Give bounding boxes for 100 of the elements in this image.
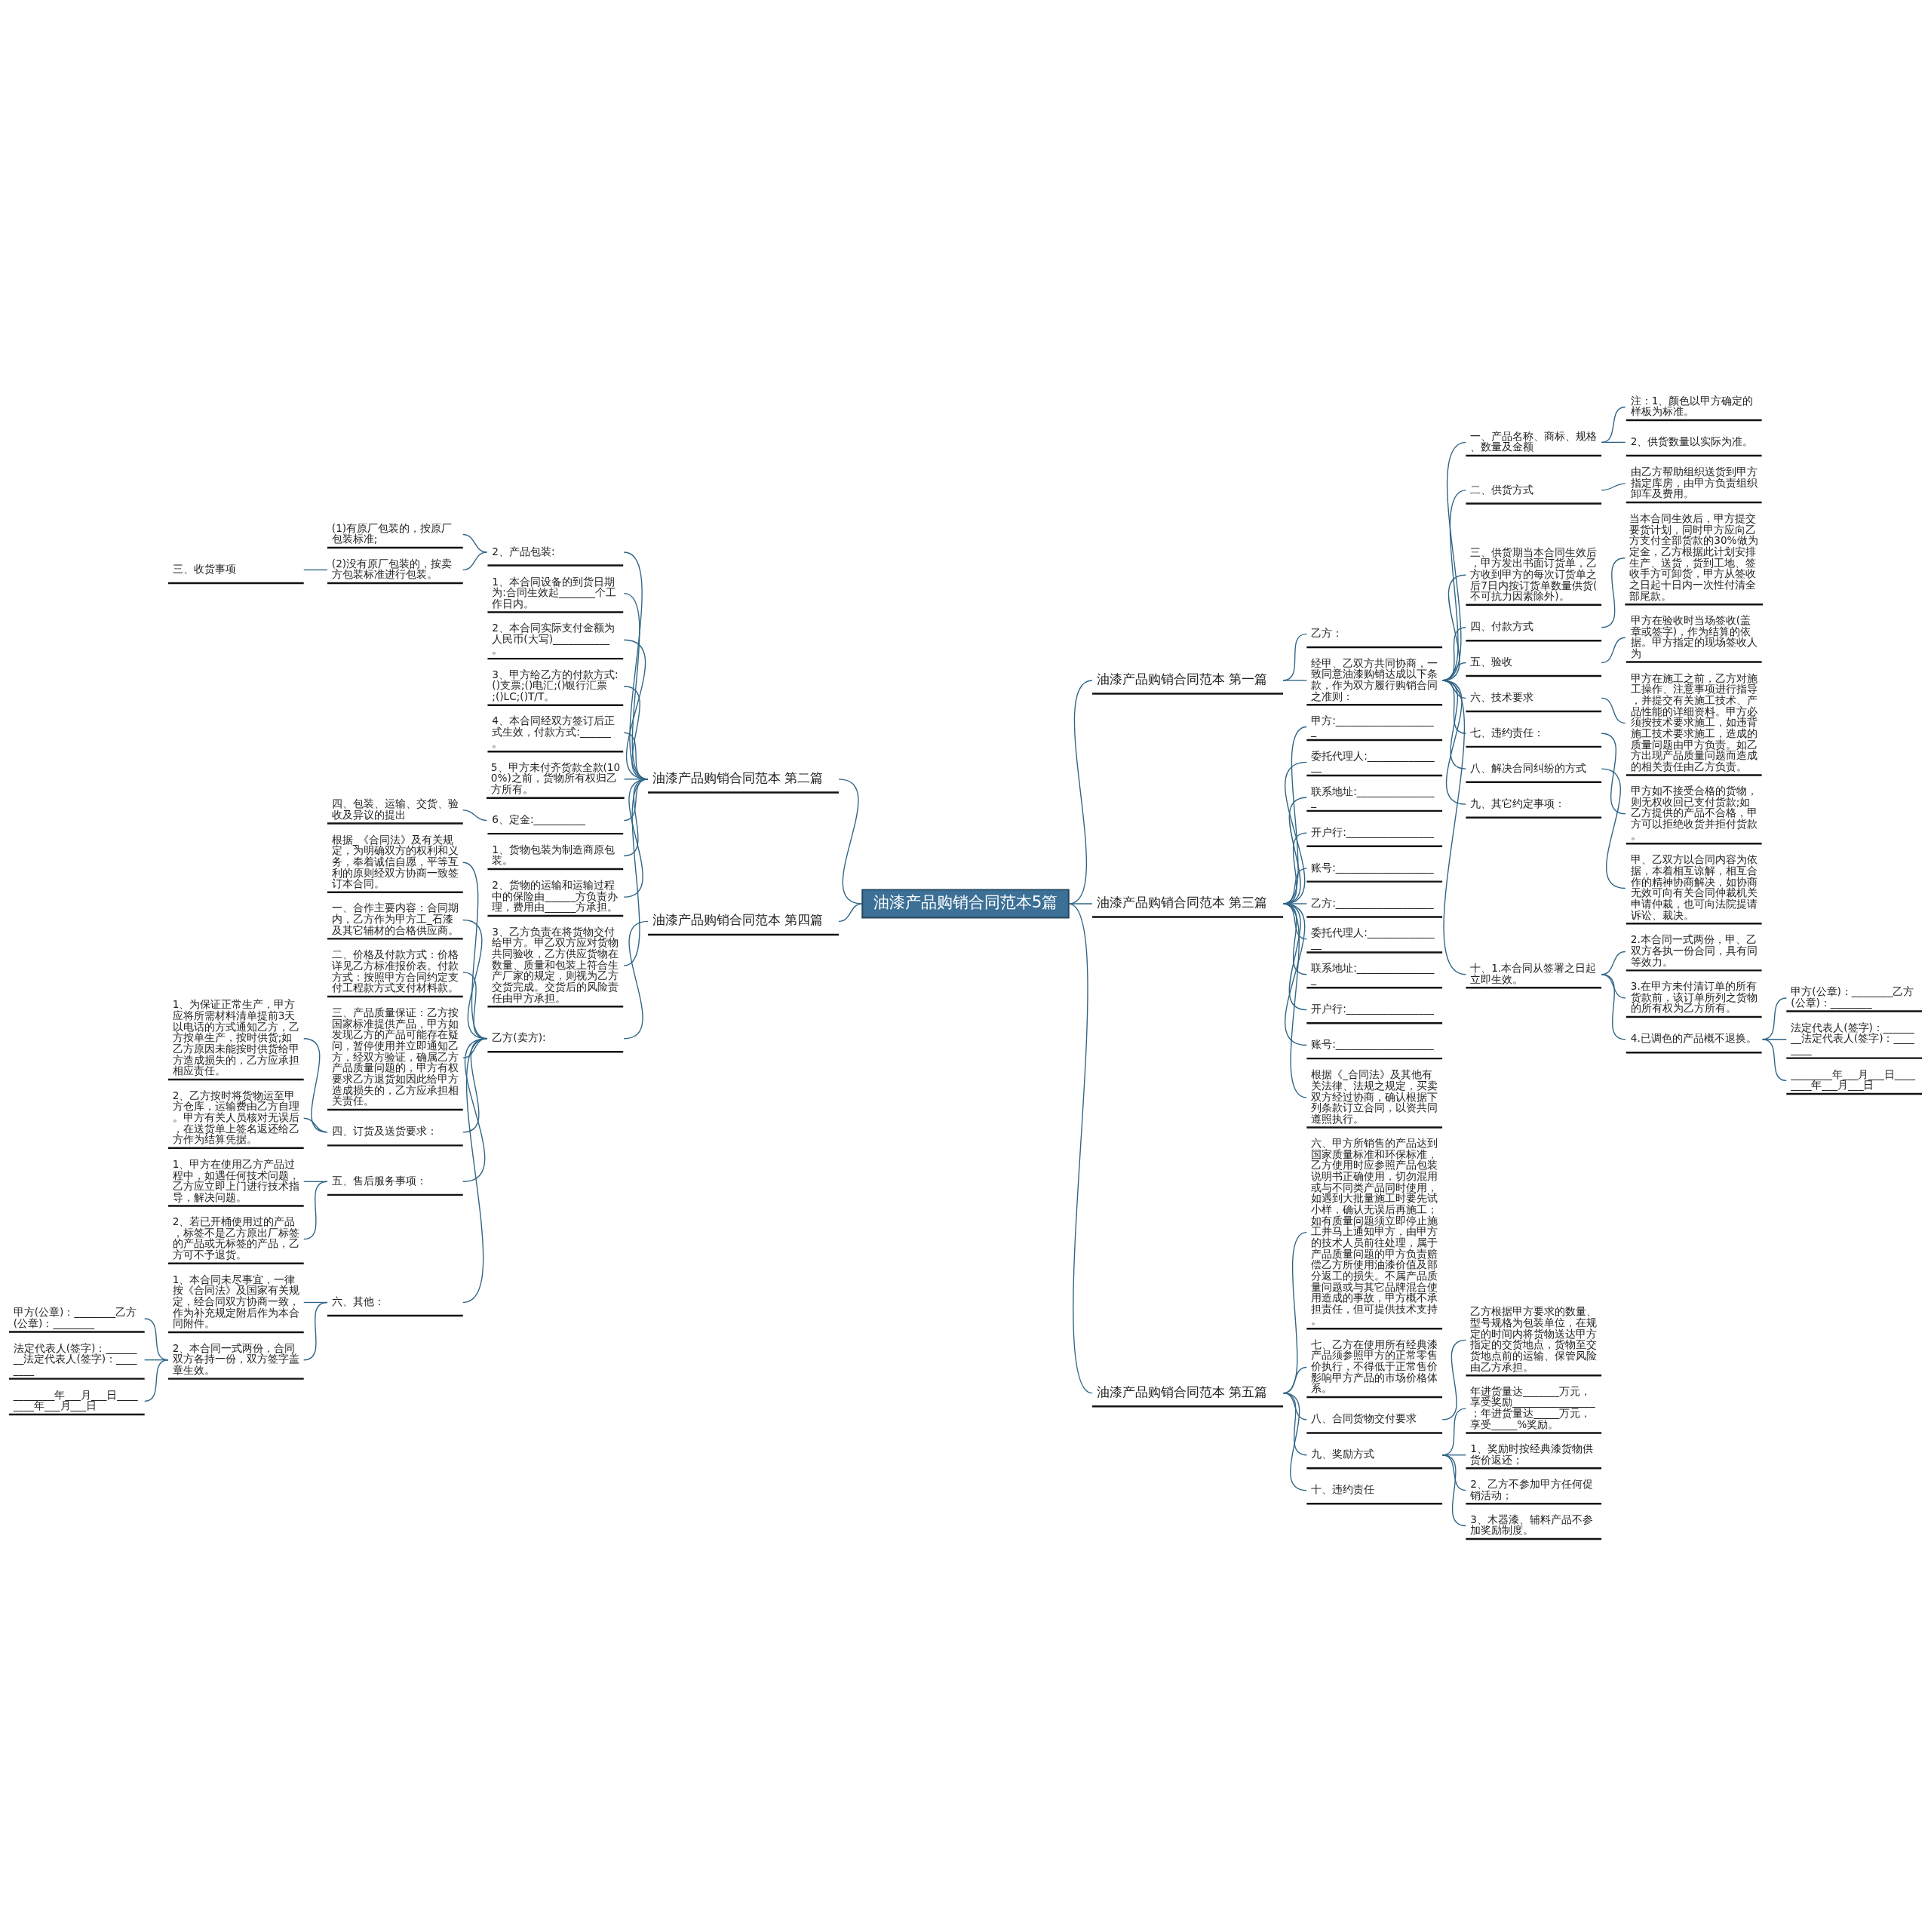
node-text: 联系地址:________________ (1311, 785, 1435, 808)
connector (462, 551, 488, 570)
node-text: 五、售后服务事项： (331, 1174, 427, 1187)
node-text: 二、价格及付款方式：价格详见乙方标准报价表。付款方式：按照甲方合同约定支付工程款方式支付材料款。 (331, 948, 459, 994)
node-text: 1、本合同设备的到货日期为:合同生效起_______个工作日内。 (492, 575, 616, 610)
connector (462, 1037, 488, 1058)
node-text: 八、合同货物交付要求 (1311, 1411, 1417, 1424)
connector (462, 1037, 488, 1132)
node-text: 2、若已开桶使用过的产品，标签不是乙方原出厂标签的产品或无标签的产品，乙方可不予退货。 (172, 1215, 299, 1261)
connector (1068, 902, 1093, 905)
connector (1282, 726, 1307, 905)
connector (1601, 406, 1626, 443)
node-text: 乙方根据甲方要求的数量、型号规格为包装单位，在规定的时间内将货物送达甲方指定的交货地点，货物至交货地点前的运输、保管风险由乙方承担。 (1470, 1304, 1598, 1373)
connector (1601, 697, 1626, 723)
node-text: 三、产品质量保证：乙方按国家标准提供产品，甲方如发现乙方的产品可能存在疑问，暂停使用并立即通知乙方，经双方验证，确属乙方产品质量问题的，甲方有权要求乙方退货如因此给甲方造成损失的，乙方应承担相关责任。 (331, 1006, 459, 1107)
node-text: 七、违约责任： (1470, 726, 1545, 739)
connector (1282, 1392, 1307, 1491)
node-text: 账号:___________________ (1311, 1037, 1434, 1050)
node-text: 2、产品包装: (492, 545, 555, 557)
node-text: 委托代理人:_______________ (1311, 926, 1435, 950)
connector (838, 902, 863, 922)
node-text: 4.已调色的产品概不退换。 (1630, 1031, 1757, 1044)
node-text: 四、订货及送货要求： (331, 1124, 437, 1137)
node-text: 法定代表人(签字)：________法定代表人(签字)：________ (13, 1341, 137, 1376)
node-text: 油漆产品购销合同范本 第一篇 (1096, 671, 1268, 686)
node-text: 1、甲方在使用乙方产品过程中，如遇任何技术问题，乙方应立即上门进行技术指导，解决问题。 (172, 1157, 299, 1203)
node-text: 甲方:____________________ (1311, 714, 1434, 737)
node-text: 四、包装、运输、交货、验收及异议的提出 (331, 797, 459, 821)
node-text: 十、违约责任 (1311, 1482, 1375, 1495)
node-text: 三、供货期当本合同生效后，甲方发出书面订货单，乙方收到甲方的每次订货单之后7日内按订货单数量供货(不可抗力因素除外)。 (1470, 545, 1598, 602)
node-text: 4、本合同经双方签订后正式生效，付款方式:______。 (492, 714, 616, 749)
node-text: 九、其它约定事项： (1470, 797, 1566, 809)
connector (1601, 557, 1626, 628)
node-text: 甲、乙双方以合同内容为依据，本着相互谅解，相互合作的精神协商解决，如协商无效可向有关合同仲裁机关申请仲裁，也可向法院提请诉讼、裁决。 (1630, 852, 1758, 921)
node-text: 一、合作主要内容：合同期内，乙方作为甲方工_石漆及其它辅材的合格供应商。 (331, 901, 459, 936)
connector (144, 1359, 169, 1402)
connector (1441, 679, 1467, 975)
node-text: 委托代理人:_______________ (1311, 749, 1435, 772)
node-text: 四、付款方式 (1470, 619, 1534, 632)
connector (1601, 441, 1626, 443)
node-text: 八、解决合同纠纷的方式 (1470, 761, 1587, 774)
connector (1282, 902, 1307, 1046)
node-text: 账号:___________________ (1311, 861, 1434, 874)
node-text: 注：1、颜色以甲方确定的样板为标准。 (1630, 394, 1754, 417)
node-text: 2、本合同实际支付金额为人民币(大写)___________。 (492, 621, 616, 656)
connector (462, 1037, 488, 1182)
node-text: 法定代表人(签字)：________法定代表人(签字)：________ (1791, 1021, 1914, 1055)
node-text: 5、甲方未付齐货款全款(100%)之前，货物所有权归乙方所有。 (490, 760, 621, 795)
node-text: 2、本合同一式两份，合同双方各持一份，双方签字盖章生效。 (172, 1341, 299, 1376)
connector (1601, 482, 1626, 491)
node-text: 一、产品名称、商标、规格、数量及金额 (1470, 429, 1598, 453)
node-text: 1、奖励时按经典漆货物供货价返还； (1470, 1442, 1593, 1466)
node-text: 乙方:___________________ (1311, 896, 1434, 909)
node-text: (2)没有原厂包装的，按卖方包装标准进行包装。 (331, 557, 453, 580)
node-text: 由乙方帮助组织送货到甲方指定库房，由甲方负责组织卸车及费用。 (1630, 465, 1758, 499)
node-text: 3、木器漆、辅料产品不参加奖励制度。 (1470, 1513, 1593, 1536)
node-text: 2、乙方不参加甲方任何促销活动； (1470, 1477, 1593, 1501)
node-text: 甲方如不接受合格的货物，则无权收回已支付货款;如乙方提供的产品不合格，甲方可以拒绝收货并拒付货款。 (1630, 784, 1758, 841)
connector (1068, 679, 1093, 905)
node-text: 6、定金:__________ (492, 812, 585, 825)
node-text: 九、奖励方式 (1311, 1447, 1375, 1460)
node-text: 1、本合同未尽事宜，一律按《合同法》及国家有关规定，经合同双方协商一致，作为补充规定附后作为本合同附件。 (172, 1273, 299, 1329)
connector (1601, 733, 1626, 814)
connector (303, 1037, 328, 1132)
connector (303, 1181, 328, 1239)
node-text: 当本合同生效后，甲方提交要货计划，同时甲方应向乙方支付全部货款的30%做为定金，乙方根据此计划安排生产、送货，货到工地、签收手方可卸货，甲方从签收之日起十日内一次性付清全部尾款。 (1629, 511, 1758, 602)
node-text: 2.本合同一式两份，甲、乙双方各执一份合同，具有同等效力。 (1630, 932, 1758, 968)
connector (462, 809, 488, 821)
node-text: 乙方： (1311, 626, 1343, 639)
node-text: 开户行:_________________ (1311, 1002, 1434, 1015)
node-text: 联系地址:________________ (1311, 961, 1435, 985)
connector (1282, 902, 1307, 1098)
node-text: 3.在甲方未付清订单的所有货款前，该订单所列之货物的所有权为乙方所有。 (1630, 979, 1758, 1014)
connector (303, 569, 328, 570)
node-text: 根据《_合同法》及其他有关法律、法规之规定，买卖双方经过协商，确认根据下列条款订立合同，以资共同遵照执行。 (1311, 1067, 1438, 1125)
node-text: 油漆产品购销合同范本 第四篇 (652, 912, 824, 927)
node-text: 甲方在施工之前，乙方对施工操作、注意事项进行指导，并提交有关施工技术、产品性能的详细资料。甲方必须按技术要求施工，如违背施工技术要求施工，造成的质量问题由甲方负责。如乙方出现产品质量问题而造成的相关责任由乙方负责。 (1630, 671, 1758, 772)
connector (1282, 633, 1307, 681)
connector (1282, 1392, 1307, 1455)
node-text: 2、货物的运输和运输过程中的保险由______方负责办理，费用由______方承担。 (492, 878, 619, 913)
connector (1441, 1454, 1467, 1491)
node-text: 六、甲方所销售的产品达到国家质量标准和环保标准，乙方使用时应参照产品包装说明书正确使用，切勿混用或与不同类产品同时使用，如遇到大批量施工时要先试小样，确认无误后再施工；如有质量问题须立即停止施工并马上通知甲方，由甲方的技术人员前往处理，属于产品质量问题的甲方负责赔偿乙方所使用油漆价值及部分返工的损失。不属产品质量问题或与其它品牌混合使用造成的事故，甲方概不承担责任，但可提供技术支持。 (1311, 1136, 1438, 1326)
connector (1601, 637, 1626, 663)
node-text: 2、乙方按时将货物运至甲方仓库，运输费由乙方自理。甲方有关人员核对无误后，在送货单上签名返还给乙方作为结算凭据。 (172, 1089, 299, 1145)
node-text: 1、货物包装为制造商原包装。 (492, 843, 616, 866)
connector (1282, 679, 1307, 681)
node-box: 油漆产品购销合同范本5篇 (861, 888, 1070, 918)
connector (1441, 1454, 1467, 1526)
connector (303, 1117, 328, 1132)
node-text: (1)有原厂包装的，按原厂包装标准; (331, 521, 453, 545)
node-text: 七、乙方在使用所有经典漆产品须参照甲方的正常零售价执行，不得低于正常售价影响甲方产品的市场价格体系。 (1311, 1338, 1438, 1394)
node-text: 六、技术要求 (1470, 690, 1534, 703)
connector (1761, 1038, 1787, 1081)
node-text: 3、乙方负责在将货物交付给甲方。甲乙双方应对货物共同验收，乙方供应货物在数量、质量和包装上符合生产厂家的规定，则视为乙方交货完成。交货后的风险责任由甲方承担。 (492, 925, 619, 1004)
node-text: 经甲、乙双方共同协商，一致同意油漆购销达成以下条款，作为双方履行购销合同之准则： (1311, 656, 1438, 702)
connector (1282, 761, 1307, 905)
node-text: 开户行:_________________ (1311, 825, 1434, 838)
node-text: 乙方(卖方): (492, 1031, 546, 1043)
node-text: 二、供货方式 (1470, 483, 1534, 495)
connector (1282, 1392, 1307, 1420)
